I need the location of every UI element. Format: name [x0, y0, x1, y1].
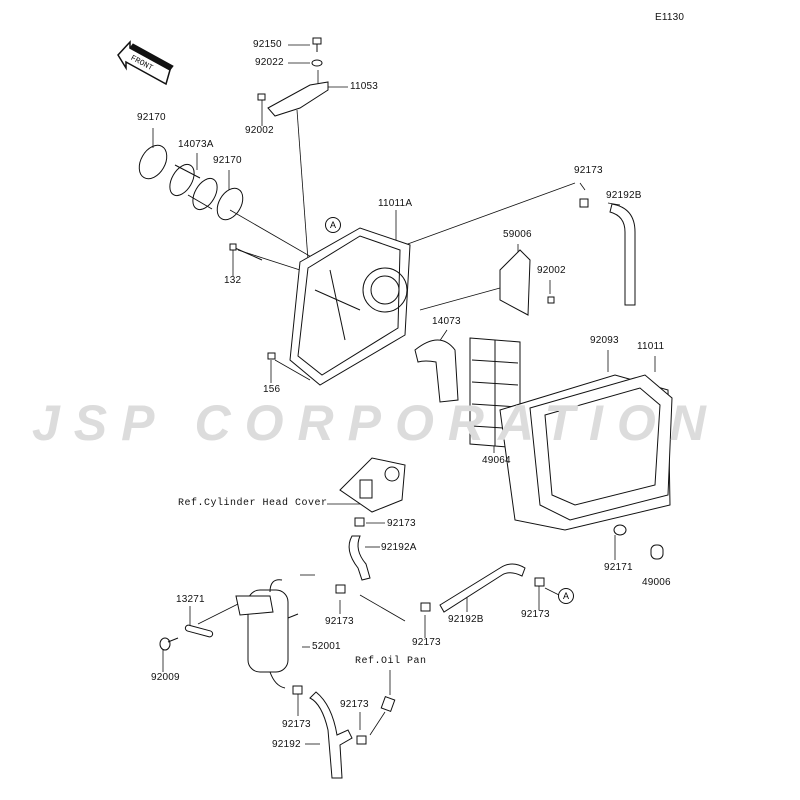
- ref-marker-a: A: [558, 588, 574, 604]
- part-label: 11053: [350, 81, 379, 92]
- hose-92192B-lower: [439, 563, 526, 613]
- air-cleaner-cover-11011: [529, 374, 673, 521]
- washer-92022: [311, 59, 323, 67]
- bracket-11053: [267, 81, 329, 117]
- air-cleaner-housing-11011A: [289, 227, 411, 386]
- part-label: 59006: [503, 229, 532, 240]
- part-label: 92002: [537, 265, 566, 276]
- clamp-92173: [292, 685, 303, 695]
- bolt-92002: [547, 296, 555, 304]
- part-label: 92192A: [381, 542, 417, 553]
- bolt-92150: [312, 37, 322, 52]
- part-label: 14073: [432, 316, 461, 327]
- duct-14073A: [169, 163, 218, 211]
- part-label: 11011: [637, 341, 665, 352]
- part-label: 92002: [245, 125, 274, 136]
- part-label: 132: [224, 275, 242, 286]
- clamp-92173: [356, 735, 367, 745]
- breather-tank-52001: [235, 579, 299, 689]
- part-label: 14073A: [178, 139, 214, 150]
- hose-92192B: [609, 203, 636, 306]
- part-label: 92170: [137, 112, 166, 123]
- bolt-156: [267, 352, 276, 360]
- part-label: 92093: [590, 335, 619, 346]
- plate-13271: [184, 624, 214, 638]
- part-label: 92009: [151, 672, 180, 683]
- bolt-92002: [257, 93, 266, 101]
- part-label: 92150: [253, 39, 282, 50]
- part-label: 92173: [574, 165, 603, 176]
- part-label: 92192: [272, 739, 301, 750]
- hose-92192: [309, 691, 353, 779]
- ref-label: Ref.Cylinder Head Cover: [178, 498, 328, 509]
- clamp-92173: [354, 517, 365, 527]
- clamp-92170: [216, 187, 244, 221]
- part-label: 92022: [255, 57, 284, 68]
- part-label: 92173: [412, 637, 441, 648]
- clamp-92173: [534, 577, 545, 587]
- cap-49006: [650, 544, 664, 560]
- ref-marker-a: A: [325, 217, 341, 233]
- clamp-92173: [420, 602, 431, 612]
- part-label: 92173: [282, 719, 311, 730]
- diagram-code: E1130: [655, 12, 685, 23]
- part-label: 92192B: [448, 614, 484, 625]
- cylinder-head-cover-ref: [339, 457, 406, 513]
- part-label: 49064: [482, 455, 511, 466]
- clamp-92171: [613, 524, 627, 536]
- clamp-92173: [335, 584, 346, 594]
- oil-pan-fitting-ref: [380, 696, 396, 712]
- cover-59006: [499, 249, 531, 316]
- part-label: 92192B: [606, 190, 642, 201]
- duct-14073: [414, 339, 459, 403]
- ref-label: Ref.Oil Pan: [355, 656, 427, 667]
- part-label: 52001: [312, 641, 341, 652]
- clamp-92170: [138, 144, 168, 180]
- part-label: 13271: [176, 594, 205, 605]
- leader-lines: [152, 44, 656, 745]
- part-label: 156: [263, 384, 281, 395]
- part-label: 49006: [642, 577, 671, 588]
- front-arrow-icon: FRONT: [117, 40, 174, 86]
- part-label: 92173: [521, 609, 550, 620]
- part-label: 92173: [387, 518, 416, 529]
- part-label: 11011A: [378, 198, 413, 209]
- part-label: 92173: [325, 616, 354, 627]
- part-label: 92171: [604, 562, 633, 573]
- hose-92192A: [348, 535, 371, 581]
- bolt-132: [229, 243, 263, 261]
- part-label: 92173: [340, 699, 369, 710]
- bolt-92009: [159, 637, 179, 651]
- part-label: 92170: [213, 155, 242, 166]
- clamp-92173: [579, 198, 589, 208]
